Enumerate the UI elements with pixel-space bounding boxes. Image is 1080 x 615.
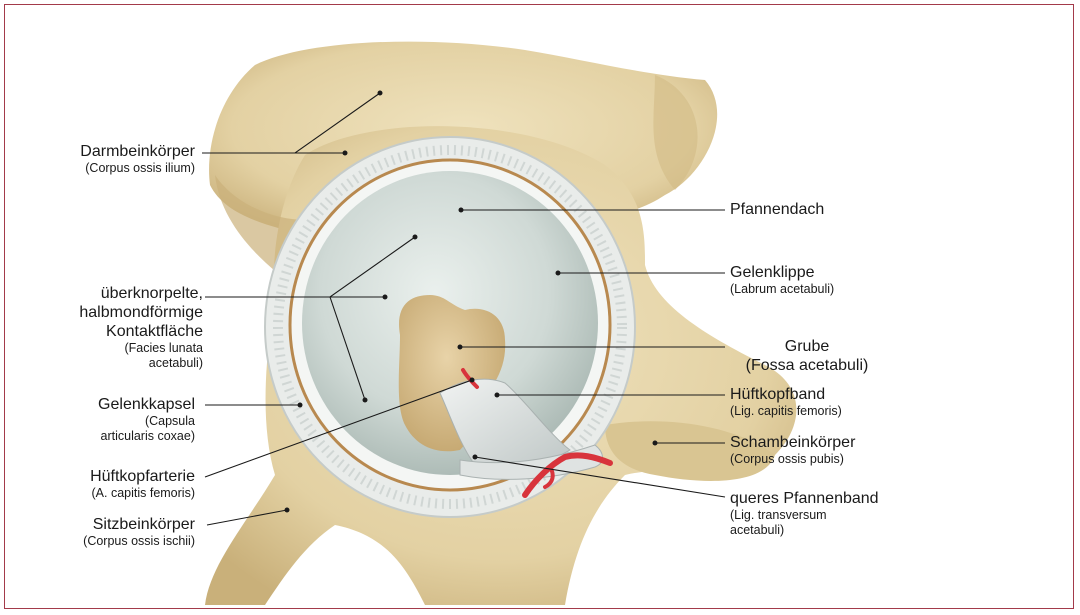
label-facies-lunata: überknorpelte, halbmondförmige Kontaktfl…	[79, 284, 203, 371]
label-sub: (Corpus ossis ilium)	[80, 161, 195, 176]
label-main: Hüftkopfband	[730, 385, 842, 404]
label-main: Hüftkopfarterie	[90, 467, 195, 486]
label-sub-line: acetabuli)	[79, 356, 203, 371]
label-main: Pfannendach	[730, 200, 824, 219]
label-queres-pfannenband: queres Pfannenband (Lig. transversum ace…	[730, 489, 879, 538]
label-hueftkopfband: Hüftkopfband (Lig. capitis femoris)	[730, 385, 842, 419]
label-gelenklippe: Gelenklippe (Labrum acetabuli)	[730, 263, 834, 297]
label-sub-line: (Facies lunata	[79, 341, 203, 356]
label-main-line: halbmondförmige	[79, 303, 203, 322]
label-sub: (Fossa acetabuli)	[727, 356, 887, 375]
label-pfannendach: Pfannendach	[730, 200, 824, 219]
label-sub: (Corpus ossis pubis)	[730, 452, 855, 467]
label-main: Gelenklippe	[730, 263, 834, 282]
label-hueftkopfarterie: Hüftkopfarterie (A. capitis femoris)	[90, 467, 195, 501]
label-sub: (Labrum acetabuli)	[730, 282, 834, 297]
label-sub: (A. capitis femoris)	[90, 486, 195, 501]
label-sub: (Lig. capitis femoris)	[730, 404, 842, 419]
label-main-line: überknorpelte,	[79, 284, 203, 303]
label-main: queres Pfannenband	[730, 489, 879, 508]
label-main-line: Kontaktfläche	[79, 322, 203, 341]
label-sub-line: (Capsula	[98, 414, 195, 429]
label-grube: Grube (Fossa acetabuli)	[727, 337, 887, 375]
label-main: Schambeinkörper	[730, 433, 855, 452]
label-darmbeinkoerper: Darmbeinkörper (Corpus ossis ilium)	[80, 142, 195, 176]
label-sub-line: articularis coxae)	[98, 429, 195, 444]
label-sub-line: acetabuli)	[730, 523, 879, 538]
label-main: Gelenkkapsel	[98, 395, 195, 414]
label-main: Darmbeinkörper	[80, 142, 195, 161]
label-sub-line: (Lig. transversum	[730, 508, 879, 523]
label-gelenkkapsel: Gelenkkapsel (Capsula articularis coxae)	[98, 395, 195, 444]
label-schambeinkoerper: Schambeinkörper (Corpus ossis pubis)	[730, 433, 855, 467]
label-main: Grube	[727, 337, 887, 356]
label-sub: (Corpus ossis ischii)	[83, 534, 195, 549]
label-sitzbeinkoerper: Sitzbeinkörper (Corpus ossis ischii)	[83, 515, 195, 549]
illustration-frame: Darmbeinkörper (Corpus ossis ilium) über…	[4, 4, 1074, 609]
label-main: Sitzbeinkörper	[83, 515, 195, 534]
